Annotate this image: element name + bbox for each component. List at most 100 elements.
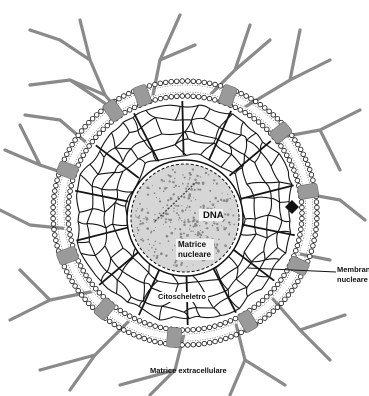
lipid-head	[70, 279, 75, 284]
lipid-head	[52, 227, 57, 232]
chromatin-speck	[149, 244, 150, 245]
lipid-head	[87, 278, 92, 283]
lipid-head	[153, 98, 158, 103]
lipid-head	[271, 113, 276, 118]
lipid-head	[186, 79, 191, 84]
lipid-head	[196, 327, 201, 332]
lipid-head	[202, 326, 207, 331]
lipid-head	[312, 238, 317, 243]
chromatin-speck	[194, 212, 196, 214]
lipid-head	[275, 116, 280, 121]
chromatin-speck	[188, 193, 191, 196]
chromatin-speck	[197, 182, 200, 185]
chromatin-speck	[195, 224, 198, 227]
chromatin-speck	[147, 239, 149, 241]
lipid-head	[244, 94, 249, 99]
lipid-head	[97, 291, 102, 296]
nuclear-matrix-label: Matrice	[178, 240, 207, 249]
lipid-head	[287, 158, 292, 163]
cyto-filament	[265, 182, 279, 183]
chromatin-speck	[192, 169, 194, 171]
lipid-head	[69, 238, 74, 243]
chromatin-speck	[181, 220, 182, 221]
chromatin-speck	[137, 229, 139, 231]
chromatin-speck	[182, 183, 184, 185]
chromatin-speck	[225, 227, 227, 229]
lipid-head	[213, 82, 218, 87]
chromatin-speck	[199, 189, 201, 191]
lipid-head	[112, 322, 117, 327]
chromatin-speck	[150, 232, 152, 234]
lipid-head	[79, 293, 84, 298]
chromatin-speck	[153, 255, 155, 257]
chromatin-speck	[187, 205, 188, 206]
lipid-head	[169, 79, 174, 84]
lipid-head	[289, 163, 294, 168]
chromatin-speck	[192, 216, 194, 218]
chromatin-speck	[163, 190, 165, 192]
lipid-head	[314, 200, 319, 205]
chromatin-speck	[186, 234, 189, 237]
chromatin-speck	[195, 199, 196, 200]
chromatin-speck	[178, 219, 179, 220]
lipid-head	[186, 343, 191, 348]
chromatin-speck	[218, 251, 220, 253]
chromatin-speck	[183, 233, 185, 235]
chromatin-speck	[175, 264, 178, 267]
ecm-fiber	[290, 30, 300, 80]
chromatin-speck	[146, 217, 148, 219]
chromatin-speck	[159, 198, 160, 199]
lipid-head	[275, 282, 280, 287]
lipid-head	[309, 249, 314, 254]
chromatin-speck	[193, 197, 194, 198]
lipid-head	[218, 84, 223, 89]
chromatin-speck	[223, 199, 226, 202]
membrane-protein	[166, 327, 182, 348]
lipid-head	[313, 233, 318, 238]
lipid-head	[256, 120, 261, 125]
lipid-head	[180, 79, 185, 84]
chromatin-speck	[197, 234, 199, 236]
lipid-head	[223, 321, 228, 326]
chromatin-speck	[161, 179, 163, 181]
chromatin-speck	[176, 212, 178, 214]
chromatin-speck	[223, 226, 224, 227]
chromatin-speck	[184, 177, 186, 179]
chromatin-speck	[146, 186, 149, 189]
lipid-head	[158, 96, 163, 101]
lipid-head	[279, 301, 284, 306]
lipid-head	[191, 94, 196, 99]
chromatin-speck	[172, 193, 174, 195]
lipid-head	[68, 233, 73, 238]
lipid-head	[191, 327, 196, 332]
chromatin-speck	[189, 228, 190, 229]
chromatin-speck	[192, 226, 194, 228]
lipid-head	[239, 91, 244, 96]
chromatin-speck	[172, 249, 173, 250]
lipid-head	[252, 305, 257, 310]
chromatin-speck	[185, 209, 187, 211]
lipid-head	[87, 301, 92, 306]
lipid-head	[299, 227, 304, 232]
lipid-head	[314, 222, 319, 227]
lipid-head	[286, 293, 291, 298]
chromatin-speck	[189, 225, 191, 227]
chromatin-speck	[175, 185, 177, 187]
chromatin-speck	[163, 180, 165, 182]
chromatin-speck	[175, 205, 177, 207]
chromatin-speck	[160, 252, 163, 255]
lipid-head	[158, 81, 163, 86]
lipid-head	[297, 238, 302, 243]
ecm-fiber	[30, 80, 105, 95]
chromatin-speck	[178, 186, 180, 188]
lipid-head	[197, 342, 202, 347]
lipid-head	[175, 94, 180, 99]
lipid-head	[243, 110, 248, 115]
chromatin-speck	[174, 171, 176, 173]
lipid-head	[196, 95, 201, 100]
chromatin-speck	[203, 207, 205, 209]
lipid-head	[123, 311, 128, 316]
lipid-head	[94, 113, 99, 118]
lipid-head	[127, 314, 132, 319]
lipid-head	[253, 99, 258, 104]
